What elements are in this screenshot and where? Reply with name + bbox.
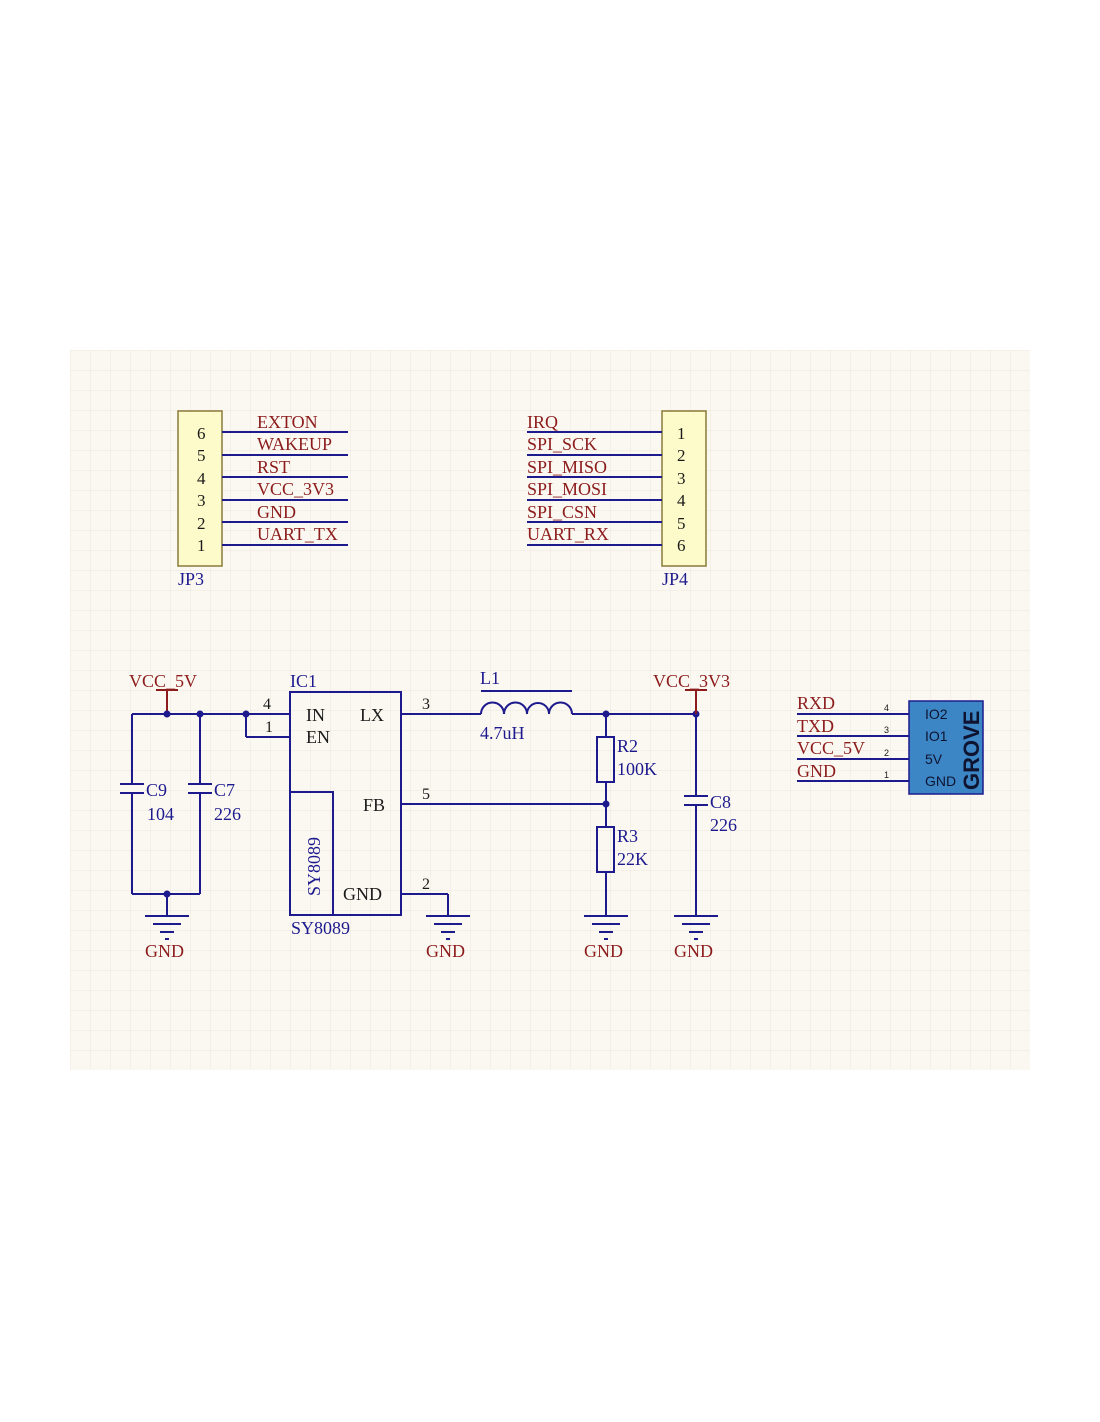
grove-net-label: GND bbox=[797, 761, 836, 781]
grove-pin-name: 5V bbox=[925, 751, 943, 767]
c8-designator: C8 bbox=[710, 792, 731, 812]
jp4-net-label: IRQ bbox=[527, 412, 558, 432]
jp4-body bbox=[661, 410, 707, 567]
grove-pin-name: GND bbox=[925, 773, 956, 789]
l1-designator: L1 bbox=[480, 668, 500, 688]
gnd-symbol: GND bbox=[145, 915, 189, 961]
grove-pin-number: 2 bbox=[884, 748, 889, 758]
gnd-symbol: GND bbox=[426, 915, 470, 961]
jp4-pin-number: 1 bbox=[677, 424, 686, 443]
l1-value: 4.7uH bbox=[480, 723, 525, 743]
ic1-pin-number-fb: 5 bbox=[422, 786, 430, 803]
gnd-label: GND bbox=[426, 941, 465, 961]
ic1-pin-number-gnd: 2 bbox=[422, 876, 430, 893]
r3-designator: R3 bbox=[617, 826, 638, 846]
inductor-l1: L1 4.7uH bbox=[480, 668, 573, 743]
grove-pin-name: IO2 bbox=[925, 706, 948, 722]
c8-value: 226 bbox=[710, 815, 737, 835]
ic1-body-label: SY8089 bbox=[304, 837, 324, 896]
gnd-symbol: GND bbox=[584, 915, 628, 961]
grove-net-label: RXD bbox=[797, 693, 835, 713]
vcc-3v3-label: VCC_3V3 bbox=[653, 671, 730, 691]
gnd-label: GND bbox=[674, 941, 713, 961]
resistor-r2: R2 100K bbox=[596, 736, 657, 783]
capacitor-c9: C9 104 bbox=[120, 780, 174, 824]
output-wires bbox=[401, 710, 700, 916]
jp3-connector: 6 5 4 3 2 1 EXTON WAKEUP RST VCC_3V3 GND… bbox=[177, 410, 348, 589]
jp3-net-label: WAKEUP bbox=[257, 434, 332, 454]
ic1-pin-number-in: 4 bbox=[263, 696, 271, 713]
ic1-pin-lx: LX bbox=[360, 705, 384, 725]
grove-body bbox=[908, 700, 984, 795]
r2-designator: R2 bbox=[617, 736, 638, 756]
c7-designator: C7 bbox=[214, 780, 235, 800]
vcc-5v-port: VCC_5V bbox=[129, 671, 197, 714]
jp4-net-label: SPI_MISO bbox=[527, 457, 607, 477]
jp3-designator: JP3 bbox=[178, 569, 204, 589]
jp4-pin-number: 2 bbox=[677, 446, 686, 465]
c9-designator: C9 bbox=[146, 780, 167, 800]
jp3-pin-number: 4 bbox=[197, 469, 206, 488]
grove-title: GROVE bbox=[959, 711, 984, 790]
ic1-pin-fb: FB bbox=[363, 795, 385, 815]
jp4-connector: 1 2 3 4 5 6 IRQ SPI_SCK SPI_MISO SPI_MOS… bbox=[527, 410, 707, 589]
c7-value: 226 bbox=[214, 804, 241, 824]
jp4-pin-number: 5 bbox=[677, 514, 686, 533]
ic1-pin-gnd: GND bbox=[343, 884, 382, 904]
jp3-net-label: EXTON bbox=[257, 412, 318, 432]
jp3-net-label: UART_TX bbox=[257, 524, 338, 544]
ic1-pin-in: IN bbox=[306, 705, 325, 725]
jp4-designator: JP4 bbox=[662, 569, 688, 589]
vcc-5v-label: VCC_5V bbox=[129, 671, 197, 691]
jp4-net-label: UART_RX bbox=[527, 524, 609, 544]
resistor-r3: R3 22K bbox=[596, 826, 648, 873]
jp4-pin-number: 3 bbox=[677, 469, 686, 488]
capacitor-c8: C8 226 bbox=[684, 792, 737, 835]
jp4-net-label: SPI_MOSI bbox=[527, 479, 607, 499]
grove-pin-number: 4 bbox=[884, 703, 889, 713]
r3-value: 22K bbox=[617, 849, 648, 869]
input-wires bbox=[131, 710, 290, 916]
ic1-pin-number-lx: 3 bbox=[422, 696, 430, 713]
gnd-symbol: GND bbox=[674, 915, 718, 961]
vcc-3v3-port: VCC_3V3 bbox=[653, 671, 730, 714]
r2-value: 100K bbox=[617, 759, 657, 779]
ic1-designator: IC1 bbox=[290, 671, 317, 691]
jp3-pin-number: 6 bbox=[197, 424, 206, 443]
gnd-label: GND bbox=[584, 941, 623, 961]
jp3-net-label: GND bbox=[257, 502, 296, 522]
grove-pin-number: 1 bbox=[884, 770, 889, 780]
ic1-part-box bbox=[289, 791, 334, 916]
jp3-net-label: VCC_3V3 bbox=[257, 479, 334, 499]
jp3-pin-number: 1 bbox=[197, 536, 206, 555]
jp4-net-label: SPI_CSN bbox=[527, 502, 597, 522]
jp4-pin-number: 6 bbox=[677, 536, 686, 555]
jp3-pin-number: 5 bbox=[197, 446, 206, 465]
jp3-pin-number: 2 bbox=[197, 514, 206, 533]
grove-pin-name: IO1 bbox=[925, 728, 948, 744]
jp3-net-label: RST bbox=[257, 457, 290, 477]
jp4-pin-number: 4 bbox=[677, 491, 686, 510]
grove-net-label: TXD bbox=[797, 716, 834, 736]
c9-value: 104 bbox=[147, 804, 174, 824]
grove-net-label: VCC_5V bbox=[797, 738, 865, 758]
jp3-body bbox=[177, 410, 223, 567]
ic1-pin-en: EN bbox=[306, 727, 330, 747]
grove-pin-number: 3 bbox=[884, 725, 889, 735]
ic1-pin-number-en: 1 bbox=[265, 719, 273, 736]
ic1-part-number: SY8089 bbox=[291, 918, 350, 938]
capacitor-c7: C7 226 bbox=[188, 780, 241, 824]
jp4-net-label: SPI_SCK bbox=[527, 434, 597, 454]
gnd-label: GND bbox=[145, 941, 184, 961]
grove-connector: RXD TXD VCC_5V GND 4 3 2 1 IO2 IO1 5V GN… bbox=[797, 693, 984, 795]
jp3-pin-number: 3 bbox=[197, 491, 206, 510]
